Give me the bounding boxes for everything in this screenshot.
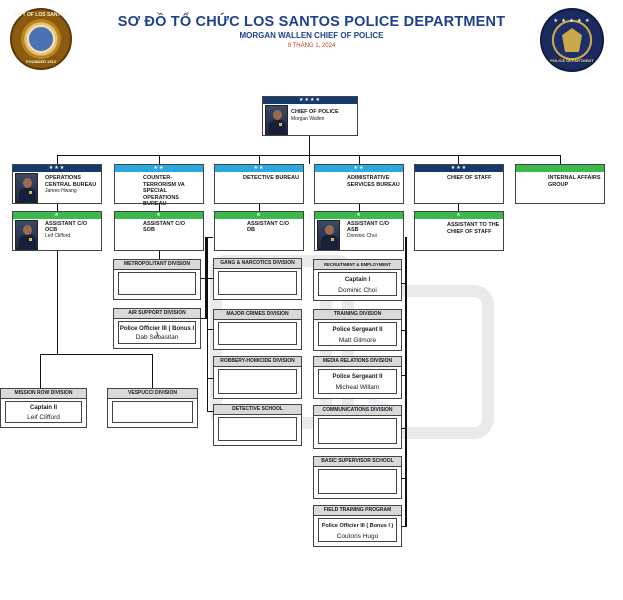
division-label: GANG & NARCOTICS DIVISION bbox=[214, 259, 301, 269]
page-title: SƠ ĐỒ TỔ CHỨC LOS SANTOS POLICE DEPARTME… bbox=[117, 14, 506, 30]
bureau-counter-terrorism: ★★ COUNTER-TERRORISM VA SPECIAL OPERATIO… bbox=[114, 164, 204, 207]
bureau-stars: ★★★ bbox=[415, 165, 503, 172]
assistant-title: ASSISTANT C/O bbox=[45, 221, 88, 227]
division-detective-school: DETECTIVE SCHOOL bbox=[213, 404, 302, 446]
division-rank: Captain I bbox=[344, 277, 371, 283]
division-rank: Police Sergeant II bbox=[332, 327, 383, 333]
bureau-administrative-services: ★★ ADIMISTRATIVE SERVICES BUREAU bbox=[314, 164, 404, 204]
division-person: Dab Sebasitan bbox=[135, 334, 179, 341]
chief-name: Morgan Wallen bbox=[291, 116, 325, 122]
division-label: FIELD TRAINING PROGRAM bbox=[314, 506, 401, 516]
assistant-star: ★ bbox=[315, 212, 403, 219]
assistant-title: ASSISTANT C/O bbox=[347, 221, 390, 227]
assistant-title: ASSISTANT C/O bbox=[143, 221, 186, 227]
chief-of-police-card: ★★★★ CHIEF OF POLICE Morgan Wallen bbox=[262, 96, 358, 136]
division-label: TRAINING DIVISION bbox=[314, 310, 401, 320]
bureau-title: OPERATIONS CENTRAL BUREAU bbox=[45, 175, 97, 188]
division-rank: Police Officier III ( Bonus I ) bbox=[119, 326, 195, 338]
assistant-title: ASSISTANT TO THE CHIEF OF STAFF bbox=[447, 222, 500, 235]
bureau-title: ADIMISTRATIVE SERVICES BUREAU bbox=[347, 175, 400, 188]
division-person: Matt Gilmore bbox=[338, 337, 377, 344]
officer-photo-icon bbox=[15, 220, 38, 250]
bureau-stars bbox=[516, 165, 604, 172]
division-major-crimes: MAJOR CRIMES DIVISION bbox=[213, 309, 302, 350]
bureau-stars: ★★ bbox=[315, 165, 403, 172]
division-rank: Police Sergeant II bbox=[332, 374, 383, 380]
assistant-sob: ★ ASSISTANT C/O SOB bbox=[114, 211, 204, 251]
division-air-support: AIR SUPPORT DIVISION Police Officier III… bbox=[113, 308, 201, 349]
bureau-operations-central: ★★★ OPERATIONS CENTRAL BUREAU James Hwan… bbox=[12, 164, 102, 204]
division-label: MAJOR CRIMES DIVISION bbox=[214, 310, 301, 320]
division-label: COMMUNICATIONS DIVISION bbox=[314, 406, 401, 416]
division-label: MISSION ROW DIVISION bbox=[1, 389, 86, 399]
assistant-star: ★ bbox=[115, 212, 203, 219]
seal-left-bottom-text: FOUNDED 1913 bbox=[26, 59, 56, 64]
assistant-unit: ASB bbox=[347, 227, 359, 233]
assistant-star: ★ bbox=[13, 212, 101, 219]
assistant-ocb: ★ ASSISTANT C/O OCB Leif Clifford bbox=[12, 211, 102, 251]
seal-right-stars: ★ ★ ★ ★ ★ bbox=[553, 18, 591, 24]
officer-photo-icon bbox=[317, 220, 340, 250]
bureau-stars: ★★ bbox=[115, 165, 203, 172]
seal-right-ring-text: POLICE DEPARTMENT bbox=[550, 58, 594, 63]
division-label: METROPOLITANT DIVISION bbox=[114, 260, 200, 270]
bureau-title: DETECTIVE BUREAU bbox=[243, 175, 299, 181]
division-metropolitan: METROPOLITANT DIVISION bbox=[113, 259, 201, 300]
assistant-star: ★ bbox=[415, 212, 503, 219]
chief-title: CHIEF OF POLICE bbox=[291, 109, 339, 115]
division-vespucci: VESPUCCI DIVISION bbox=[107, 388, 198, 428]
division-communications: COMMUNICATIONS DIVISION bbox=[313, 405, 402, 449]
bureau-name: James Hwang bbox=[45, 188, 77, 194]
division-person: Leif Clifford bbox=[27, 414, 60, 421]
police-seal-icon: ★ ★ ★ ★ ★ POLICE DEPARTMENT bbox=[540, 8, 604, 72]
bureau-title: CHIEF OF STAFF bbox=[447, 175, 492, 181]
bureau-chief-of-staff: ★★★ CHIEF OF STAFF bbox=[414, 164, 504, 204]
chief-stars: ★★★★ bbox=[263, 97, 357, 104]
division-person: Coutoris Hugo bbox=[336, 533, 379, 540]
assistant-asb: ★ ASSISTANT C/O ASB Dominic Choi bbox=[314, 211, 404, 251]
division-rank: Captain II bbox=[29, 405, 57, 411]
page-subtitle: MORGAN WALLEN CHIEF OF POLICE bbox=[239, 31, 384, 40]
officer-photo-icon bbox=[15, 173, 38, 203]
bureau-stars: ★★ bbox=[215, 165, 303, 172]
division-person: Micheal Willam bbox=[335, 384, 380, 391]
division-robbery-homicide: ROBBERY-HOMICIDE DIVISION bbox=[213, 356, 302, 399]
division-label: MEDIA RELATIONS DIVISION bbox=[314, 357, 401, 367]
assistant-db: ★ ASSISTANT C/O DB bbox=[214, 211, 304, 251]
division-training: TRAINING DIVISION Police Sergeant II Mat… bbox=[313, 309, 402, 351]
division-label: AIR SUPPORT DIVISION bbox=[114, 309, 200, 319]
division-label: ROBBERY-HOMICIDE DIVISION bbox=[214, 357, 301, 367]
bureau-detective: ★★ DETECTIVE BUREAU bbox=[214, 164, 304, 204]
division-media-relations: MEDIA RELATIONS DIVISION Police Sergeant… bbox=[313, 356, 402, 399]
division-label: RECRUITMENT & EMPLOYMENT DIVISION bbox=[314, 260, 401, 276]
assistant-unit: OCB bbox=[45, 227, 58, 233]
division-label: DETECTIVE SCHOOL bbox=[214, 405, 301, 415]
assistant-star: ★ bbox=[215, 212, 303, 219]
bureau-title: INTERNAL AFFAIRS GROUP bbox=[548, 175, 601, 188]
bureau-title: COUNTER-TERRORISM VA SPECIAL OPERATIONS … bbox=[143, 175, 185, 207]
assistant-name: Dominic Choi bbox=[347, 233, 377, 239]
division-recruitment-employment: RECRUITMENT & EMPLOYMENT DIVISION Captai… bbox=[313, 259, 402, 301]
page-date: 9 THÁNG 1, 2024 bbox=[287, 43, 336, 49]
division-rank: Police Officier III ( Bonus I ) bbox=[321, 523, 394, 529]
division-field-training: FIELD TRAINING PROGRAM Police Officier I… bbox=[313, 505, 402, 547]
bureau-stars: ★★★ bbox=[13, 165, 101, 172]
division-mission-row: MISSION ROW DIVISION Captain II Leif Cli… bbox=[0, 388, 87, 428]
city-seal-icon: CITY OF LOS SANTOS FOUNDED 1913 bbox=[10, 8, 72, 70]
assistant-unit: SOB bbox=[143, 227, 155, 233]
division-gang-narcotics: GANG & NARCOTICS DIVISION bbox=[213, 258, 302, 300]
assistant-name: Leif Clifford bbox=[45, 233, 71, 239]
division-person: Dominic Choi bbox=[338, 287, 377, 294]
officer-photo-icon bbox=[265, 105, 288, 135]
assistant-chief-of-staff: ★ ASSISTANT TO THE CHIEF OF STAFF bbox=[414, 211, 504, 251]
division-label: BASIC SUPERVISOR SCHOOL bbox=[314, 457, 401, 467]
seal-left-top-text: CITY OF LOS SANTOS bbox=[14, 12, 68, 18]
division-label: VESPUCCI DIVISION bbox=[108, 389, 197, 399]
assistant-unit: DB bbox=[247, 227, 255, 233]
division-basic-supervisor-school: BASIC SUPERVISOR SCHOOL bbox=[313, 456, 402, 499]
assistant-title: ASSISTANT C/O bbox=[247, 221, 290, 227]
bureau-internal-affairs: INTERNAL AFFAIRS GROUP bbox=[515, 164, 605, 204]
